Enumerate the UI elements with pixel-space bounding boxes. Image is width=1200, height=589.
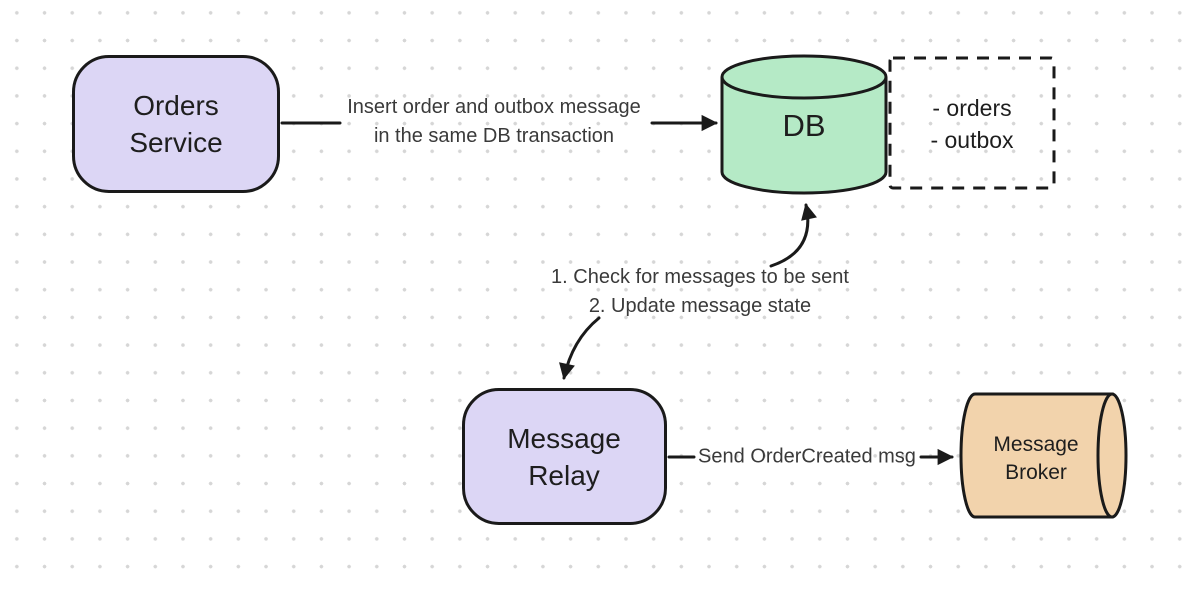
orders-service-label: Orders Service <box>129 90 223 158</box>
edge-poll-curve-down <box>559 316 601 380</box>
node-message-relay <box>462 388 667 525</box>
db-tables-label: - orders - outbox <box>930 95 1014 153</box>
edge-insert-label: Insert order and outbox message in the s… <box>347 96 641 147</box>
broker-cylinder-shape <box>959 392 1128 519</box>
db-cylinder-top <box>720 54 888 100</box>
db-cylinder-body <box>720 77 888 195</box>
broker-cylinder-end <box>1096 392 1128 519</box>
message-relay-label: Message Relay <box>507 423 621 491</box>
broker-cylinder-body <box>959 392 1114 519</box>
node-orders-service <box>72 55 280 193</box>
db-cylinder-shape <box>720 54 888 195</box>
db-label: DB <box>782 108 826 143</box>
edge-poll-label: 1. Check for messages to be sent 2. Upda… <box>551 266 849 317</box>
db-tables-dashed-box <box>888 56 1056 190</box>
edge-send-label: Send OrderCreated msg <box>698 445 916 468</box>
message-broker-label: Message Broker <box>993 433 1079 484</box>
edge-poll-curve-up <box>769 203 817 268</box>
